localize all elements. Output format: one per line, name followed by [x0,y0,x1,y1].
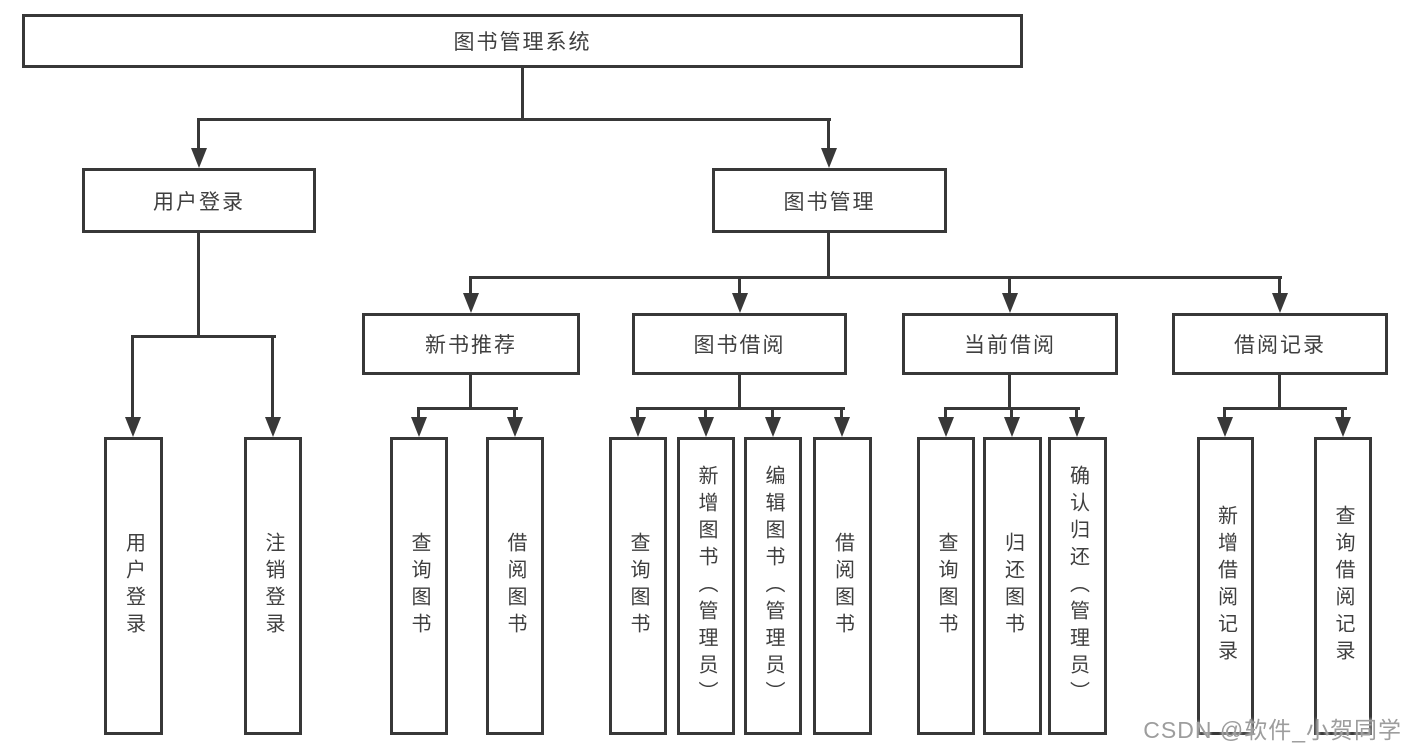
arrow-down-icon [938,417,954,437]
node-root-library-system: 图书管理系统 [22,14,1023,68]
connector-drop-new-book [469,276,472,295]
arrow-down-icon [411,417,427,437]
connector-drop-leaf [1223,407,1226,419]
arrow-down-icon [265,417,281,437]
connector-root-stem [521,68,524,120]
arrow-down-icon [507,417,523,437]
arrow-down-icon [834,417,850,437]
connector-drop-leaf [771,407,774,419]
connector-new-book-bar [417,407,518,410]
leaf-query-books-current: 查询图书 [917,437,975,735]
arrow-down-icon [1004,417,1020,437]
leaf-confirm-return-admin: 确认归还（管理员） [1048,437,1107,735]
connector-drop-borrowing-records [1278,276,1281,295]
node-book-borrowing: 图书借阅 [632,313,847,375]
leaf-user-login: 用户登录 [104,437,163,735]
connector-current-borrowing-stem [1008,375,1011,409]
connector-new-book-stem [469,375,472,409]
connector-drop-leaf [704,407,707,419]
arrow-down-icon [1217,417,1233,437]
connector-mgmt-bar [469,276,1282,279]
leaf-add-borrow-record: 新增借阅记录 [1197,437,1254,735]
connector-drop-book-management [827,118,830,150]
connector-drop-current-borrowing [1008,276,1011,295]
arrow-down-icon [191,148,207,168]
connector-drop-book-borrowing [738,276,741,295]
connector-drop-leaf [417,407,420,419]
arrow-down-icon [463,293,479,313]
connector-user-login-stem [197,233,200,338]
leaf-edit-books-admin: 编辑图书（管理员） [744,437,802,735]
arrow-down-icon [765,417,781,437]
node-new-book-recommend: 新书推荐 [362,313,580,375]
csdn-watermark: CSDN @软件_小贺同学 [1143,717,1402,743]
arrow-down-icon [1069,417,1085,437]
node-book-management-branch: 图书管理 [712,168,947,233]
leaf-query-books-recommend: 查询图书 [390,437,448,735]
connector-drop-leaf [1075,407,1078,419]
leaf-query-books-borrowing: 查询图书 [609,437,667,735]
connector-drop-leaf [636,407,639,419]
connector-borrowing-records-stem [1278,375,1281,409]
leaf-logout: 注销登录 [244,437,302,735]
connector-drop-leaf [840,407,843,419]
arrow-down-icon [1335,417,1351,437]
leaf-add-books-admin: 新增图书（管理员） [677,437,735,735]
connector-drop-leaf [271,335,274,419]
leaf-query-borrow-record: 查询借阅记录 [1314,437,1372,735]
connector-borrowing-records-bar [1223,407,1347,410]
node-current-borrowing: 当前借阅 [902,313,1118,375]
connector-root-bar [197,118,831,121]
arrow-down-icon [698,417,714,437]
connector-user-login-bar [131,335,276,338]
arrow-down-icon [821,148,837,168]
connector-drop-leaf [944,407,947,419]
connector-drop-user-login [197,118,200,150]
connector-drop-leaf [131,335,134,419]
connector-drop-leaf [513,407,516,419]
connector-mgmt-stem [827,233,830,279]
connector-drop-leaf [1010,407,1013,419]
arrow-down-icon [1002,293,1018,313]
connector-drop-leaf [1341,407,1344,419]
leaf-borrow-books-recommend: 借阅图书 [486,437,544,735]
leaf-return-books: 归还图书 [983,437,1042,735]
arrow-down-icon [732,293,748,313]
arrow-down-icon [630,417,646,437]
arrow-down-icon [1272,293,1288,313]
leaf-borrow-books-borrowing: 借阅图书 [813,437,872,735]
connector-book-borrowing-bar [636,407,845,410]
arrow-down-icon [125,417,141,437]
connector-book-borrowing-stem [738,375,741,409]
node-user-login-branch: 用户登录 [82,168,316,233]
node-borrowing-records: 借阅记录 [1172,313,1388,375]
